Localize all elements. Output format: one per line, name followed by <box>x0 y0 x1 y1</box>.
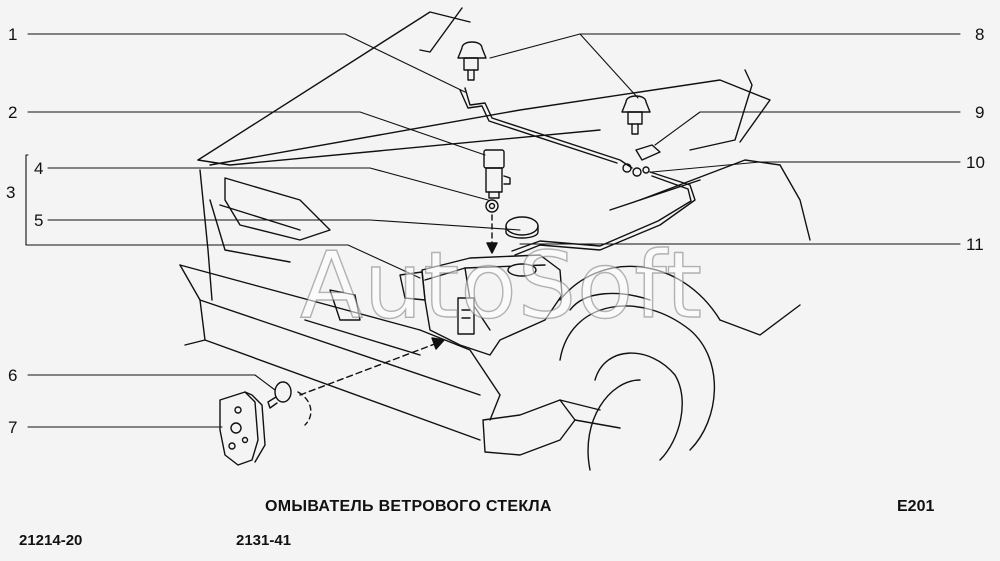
callout-4: 4 <box>34 159 43 178</box>
diagram-code: E201 <box>897 498 935 515</box>
callout-7: 7 <box>8 418 17 437</box>
washer-nozzle-left <box>457 41 487 81</box>
callout-8: 8 <box>975 25 984 44</box>
pump-seal <box>485 199 499 213</box>
callout-10: 10 <box>966 153 985 172</box>
model-number-left: 21214-20 <box>19 532 83 549</box>
washer-nozzle-right <box>621 95 651 135</box>
washer-hose <box>459 87 696 256</box>
callout-2: 2 <box>8 103 17 122</box>
callout-9: 9 <box>975 103 984 122</box>
mounting-screw <box>267 381 292 409</box>
assembly-arrow-bracket <box>299 341 441 396</box>
callout-3: 3 <box>6 183 15 202</box>
callout-1: 1 <box>8 25 17 44</box>
hose-clip <box>635 144 661 161</box>
car-body-outline <box>179 7 811 471</box>
reservoir-cap <box>505 216 539 239</box>
callout-11: 11 <box>966 235 984 254</box>
callout-5: 5 <box>34 211 43 230</box>
reservoir-bracket <box>219 391 266 466</box>
hose-tee <box>622 163 650 177</box>
washer-reservoir <box>399 254 563 356</box>
callout-6: 6 <box>8 366 17 385</box>
model-number-right: 2131-41 <box>236 532 292 549</box>
diagram-title: ОМЫВАТЕЛЬ ВЕТРОВОГО СТЕКЛА <box>265 498 552 515</box>
leader-lines <box>25 33 961 428</box>
washer-pump <box>483 149 511 199</box>
